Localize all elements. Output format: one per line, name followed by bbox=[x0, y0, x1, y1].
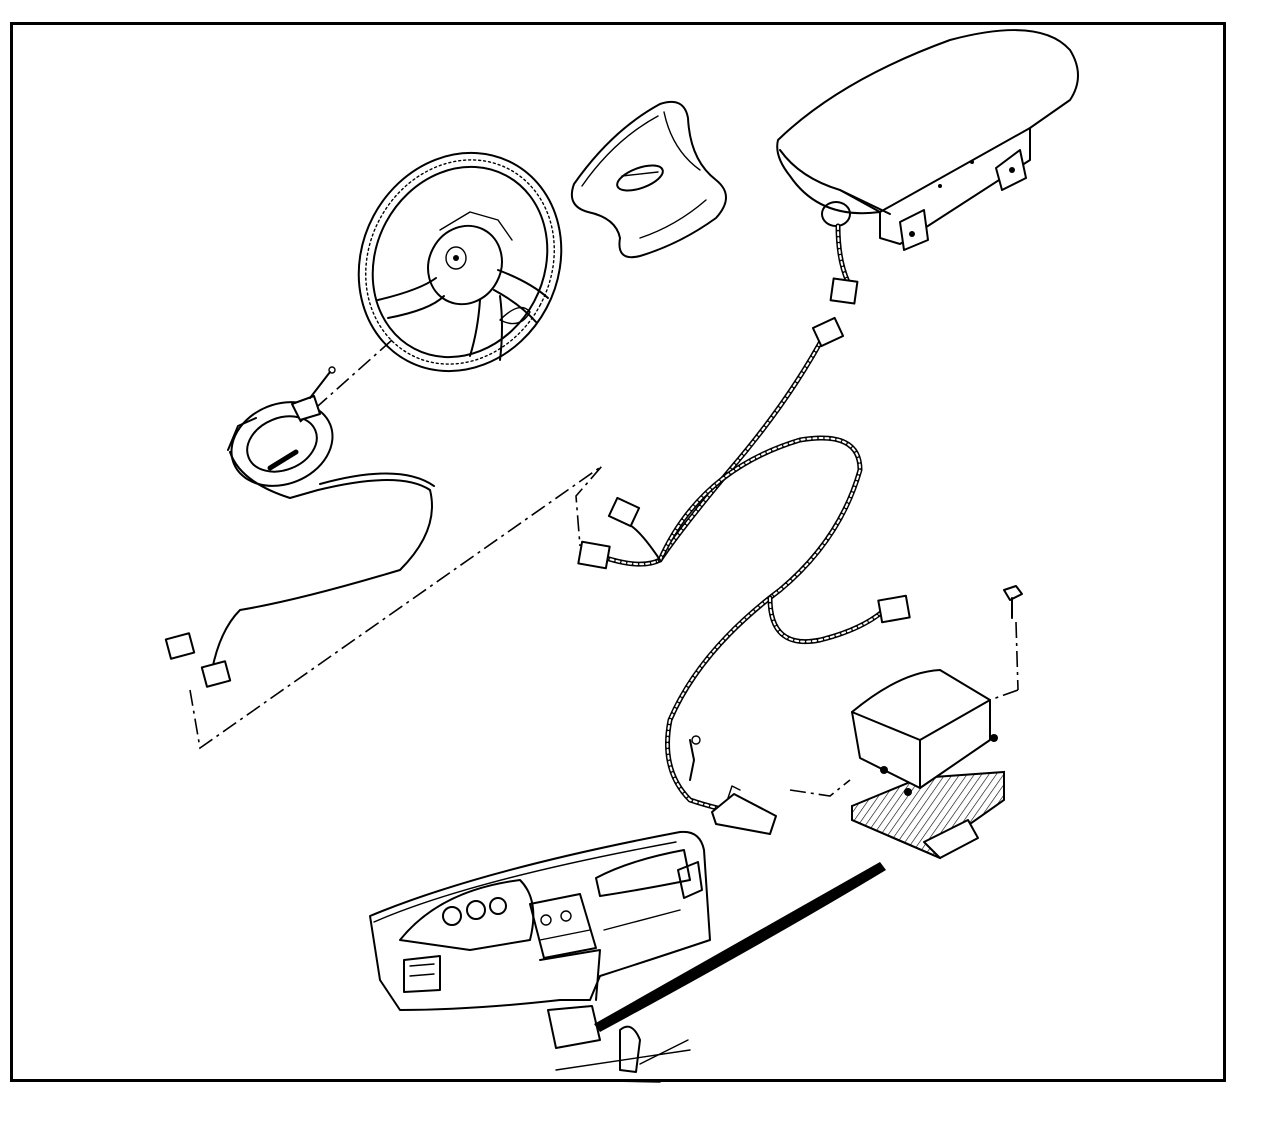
control-module-icon bbox=[851, 669, 1005, 860]
module-route-line bbox=[789, 779, 851, 797]
steering-wheel-icon bbox=[357, 151, 563, 373]
dashboard-icon bbox=[369, 830, 711, 1083]
passenger-airbag-icon bbox=[776, 29, 1079, 305]
airbag-cover-icon bbox=[570, 100, 727, 259]
clock-spring-lead bbox=[164, 472, 435, 688]
harness-route-line bbox=[189, 465, 603, 750]
clock-spring-icon bbox=[227, 366, 336, 499]
diagram-frame bbox=[10, 22, 1226, 1082]
bolt-icon bbox=[989, 585, 1023, 701]
location-pointer bbox=[594, 862, 886, 1032]
wiring-harness-icon bbox=[577, 316, 911, 835]
